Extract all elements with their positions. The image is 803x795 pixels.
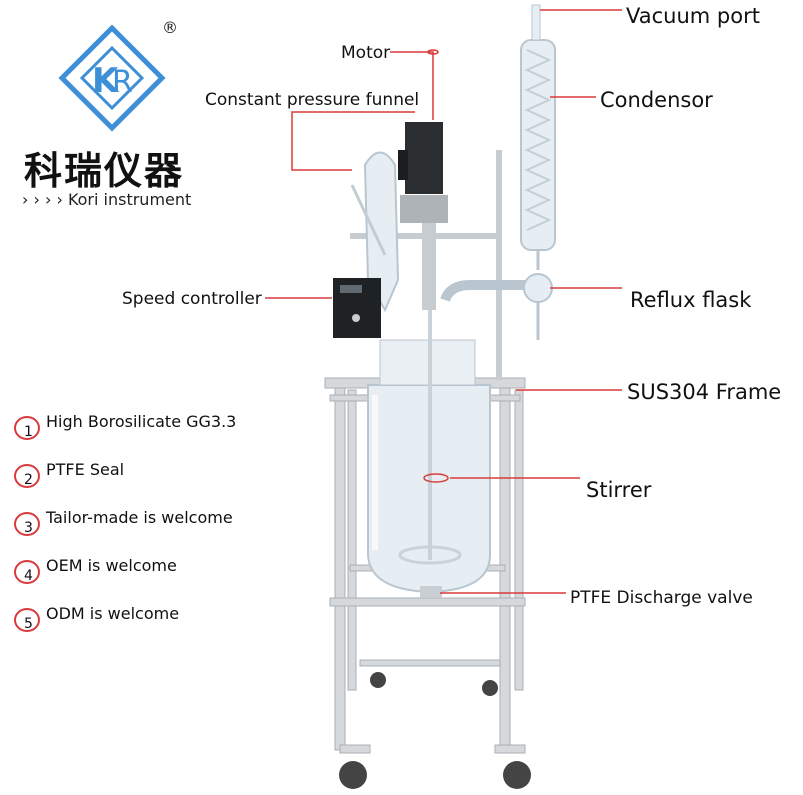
support-rod <box>496 150 502 380</box>
brand-name-en: › › › › Kori instrument <box>22 190 192 209</box>
leader-lines <box>265 9 622 594</box>
feature-text: OEM is welcome <box>46 556 177 575</box>
brand-name-cn: 科瑞仪器 <box>24 149 185 193</box>
callout-frame: SUS304 Frame <box>627 380 782 404</box>
circle-number-icon: 4 <box>14 560 40 584</box>
feature-text: PTFE Seal <box>46 460 125 479</box>
circle-number-icon: 5 <box>14 608 40 632</box>
callout-discharge-valve: PTFE Discharge valve <box>570 588 753 608</box>
caster-wheels <box>339 672 531 789</box>
callout-speed-controller: Speed controller <box>122 289 262 309</box>
feature-text: High Borosilicate GG3.3 <box>46 412 237 431</box>
svg-text:K: K <box>92 61 120 101</box>
glass-vessel <box>367 300 491 598</box>
motor-assembly <box>350 122 500 310</box>
circle-number-icon: 3 <box>14 512 40 536</box>
callout-stirrer: Stirrer <box>586 478 652 502</box>
circle-number-icon: 1 <box>14 416 40 440</box>
logo-icon: K R <box>58 24 166 132</box>
pressure-funnel <box>350 151 400 313</box>
callout-reflux-flask: Reflux flask <box>630 288 752 312</box>
circle-number-icon: 2 <box>14 464 40 488</box>
registered-mark: ® <box>162 18 178 37</box>
callout-motor: Motor <box>341 43 391 63</box>
callout-constant-pressure-funnel: Constant pressure funnel <box>205 90 420 110</box>
callout-vacuum-port: Vacuum port <box>626 4 760 28</box>
callout-condensor: Condensor <box>600 88 713 112</box>
condenser-tube <box>520 4 556 270</box>
speed-controller-box <box>333 278 381 338</box>
feature-text: ODM is welcome <box>46 604 180 623</box>
feature-text: Tailor-made is welcome <box>46 508 233 527</box>
svg-text:R: R <box>112 65 133 100</box>
